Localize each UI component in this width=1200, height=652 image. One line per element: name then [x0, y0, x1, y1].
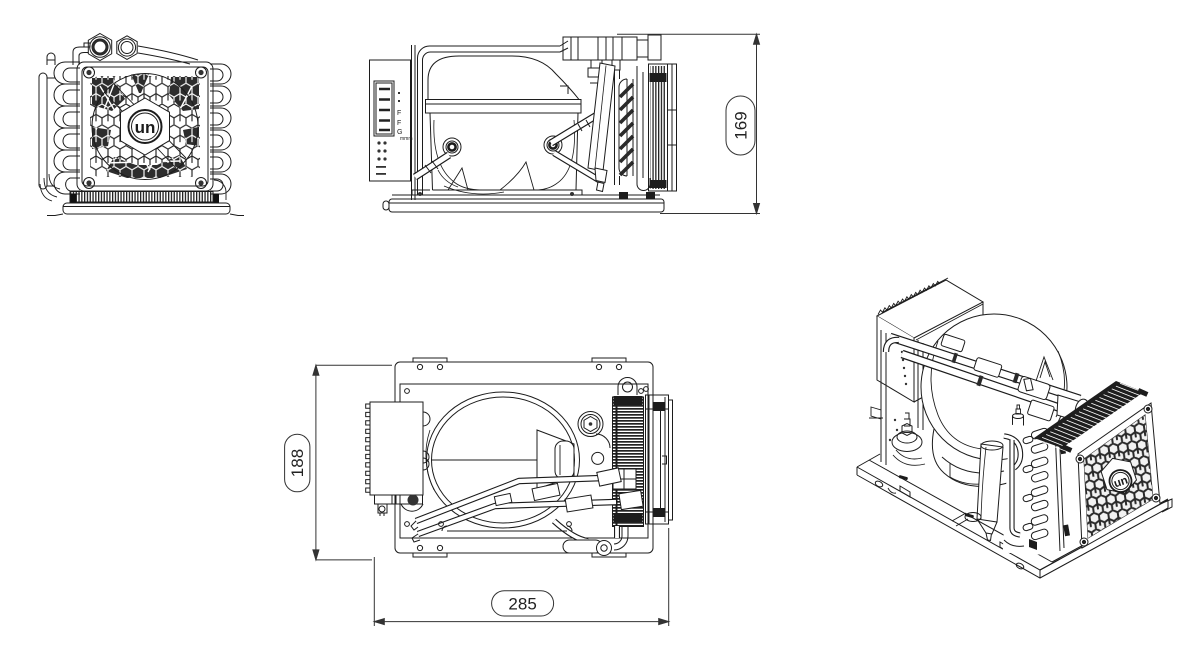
svg-text:169: 169 [732, 111, 751, 139]
svg-text:G: G [397, 129, 402, 136]
svg-text:285: 285 [508, 595, 536, 614]
svg-text:mmm: mmm [400, 136, 413, 142]
svg-text:un: un [1112, 475, 1129, 491]
svg-text:F: F [397, 120, 401, 127]
svg-text:188: 188 [288, 449, 307, 477]
svg-text:un: un [135, 118, 156, 137]
svg-text:F: F [397, 110, 401, 117]
